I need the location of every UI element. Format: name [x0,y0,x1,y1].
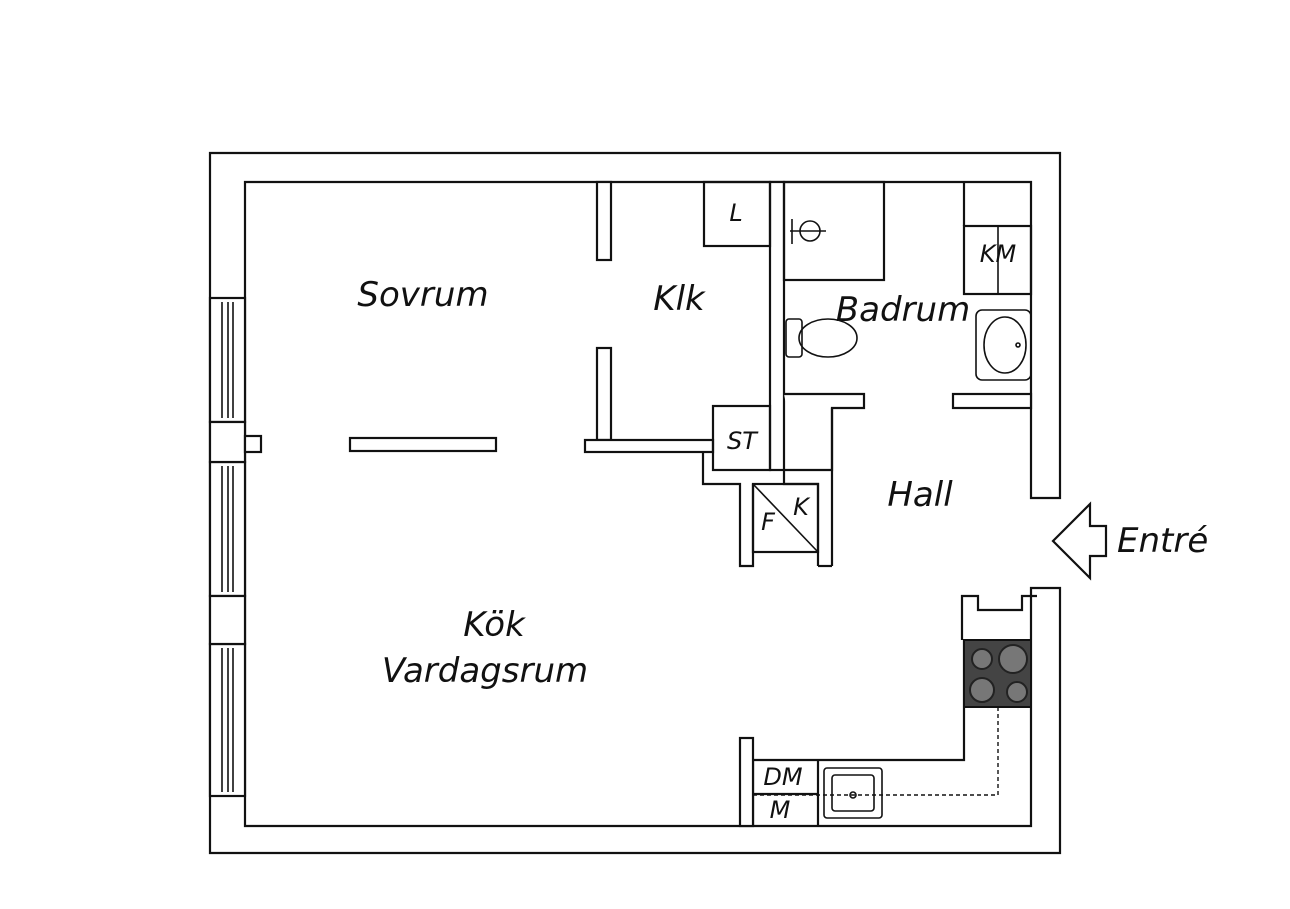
toilet-icon [785,318,858,358]
counter-wall-stub [738,736,755,828]
fixture-label-km: KM [980,240,1017,268]
shower-area [782,180,886,282]
window-lower [208,642,247,798]
outer-wall [208,151,1062,855]
wall-sovrum-klk-bottom [595,346,613,442]
wall-klk-badrum [768,180,786,472]
fixture-label-m: M [770,796,791,824]
room-label-badrum: Badrum [836,290,970,330]
linen-closet [702,180,772,248]
room-label-kok: Kök [463,605,526,645]
pillar-lower [208,594,247,646]
fixture-label-st: ST [727,427,759,455]
stove-icon [963,639,1032,708]
room-label-vardagsrum: Vardagsrum [382,651,588,691]
fixture-label-l: L [729,199,742,227]
sink-icon [975,309,1032,381]
room-label-klk: Klk [653,279,706,319]
pillar-upper [208,420,247,464]
fixture-label-k: K [793,493,811,521]
fixture-label-dm: DM [763,763,802,791]
entrance-arrow-icon [1051,501,1108,581]
kitchen-sink-icon [823,767,883,819]
shower-icon [790,219,826,244]
window-middle [208,460,247,598]
window-upper [208,296,247,424]
room-label-sovrum: Sovrum [357,275,488,315]
wall-sovrum-klk-top [595,180,613,262]
entrance-label: Entré [1117,521,1208,561]
pipe-dashed [753,707,999,796]
entrance-jamb [960,594,1037,640]
wardrobe-st [711,404,772,472]
wall-klk-bottom [583,438,715,454]
room-label-hall: Hall [887,475,953,515]
wall-hall-left [782,392,866,566]
pillar-upper-nub [243,434,263,454]
wall-divider-bar [348,436,498,453]
fridge-freezer [751,482,820,554]
fixture-label-f: F [761,508,776,536]
wall-badrum-bottom-right [951,392,1033,410]
